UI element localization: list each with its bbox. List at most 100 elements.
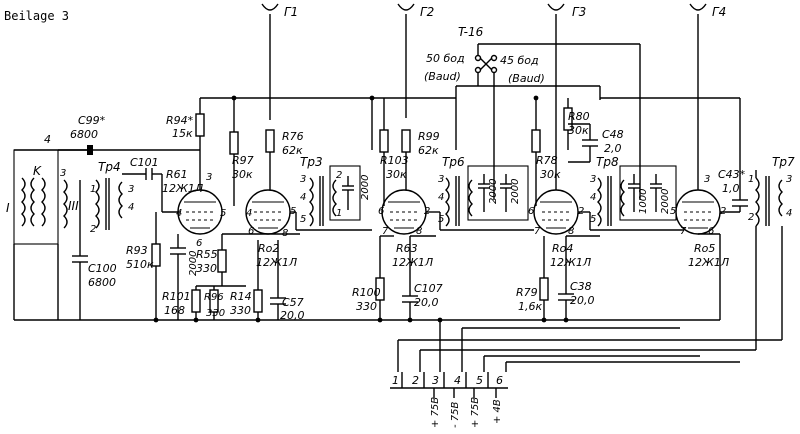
- tr3-pin5: 5: [300, 214, 306, 225]
- r94-value: 15к: [172, 127, 193, 140]
- tr7-label: Тр7: [772, 155, 795, 169]
- resistor-r96: R96 330: [204, 286, 225, 320]
- capacitor-c48: C48 2,0: [568, 123, 624, 163]
- r103-label: R103: [380, 154, 409, 167]
- r79-label: R79: [516, 286, 538, 299]
- tr3-pin1: 1: [336, 208, 342, 219]
- ro2-type: 12Ж1Л: [256, 256, 297, 269]
- switch-left-sub: (Baud): [424, 70, 461, 83]
- antenna-g4: Г4: [689, 3, 726, 98]
- tr3-pin2: 2: [336, 170, 342, 181]
- ro4-pin6: 6: [528, 206, 534, 217]
- r79-value: 1,6к: [518, 300, 542, 313]
- input-coil-section: I K III 3: [6, 149, 90, 320]
- terminal-2: 2: [412, 374, 419, 387]
- capacitor-c57: C57 20,0: [270, 240, 305, 322]
- switch-right-sub: (Baud): [508, 72, 545, 85]
- tr6-label: Тр6: [442, 155, 465, 169]
- antenna-g3-label: Г3: [572, 5, 586, 19]
- resistor-r79: R79 1,6к: [516, 236, 549, 320]
- input-roman-1: I: [6, 201, 10, 215]
- ro4-type: 12Ж1Л: [550, 256, 591, 269]
- tr7-pin2: 2: [748, 212, 754, 223]
- c107-value: 20,0: [414, 296, 439, 309]
- switch-left-label: 50 бод: [426, 52, 465, 65]
- c43-label: C43*: [718, 168, 746, 181]
- r61-pin6: 6: [196, 238, 202, 249]
- terminal-3: 3: [432, 374, 439, 387]
- tr8-pin5: 5: [590, 214, 596, 225]
- switch-right-label: 45 бод: [500, 54, 539, 67]
- tube-ro2: Ro2 12Ж1Л 4 5 6 8: [245, 189, 297, 269]
- capacitor-c107: C107 20,0: [402, 236, 443, 320]
- tube-ro5: Ro5 12Ж1Л 5 3 2 7 6: [670, 98, 729, 269]
- ro5-pin6: 6: [708, 226, 714, 237]
- capacitor-c43: C43* 1,0: [718, 168, 748, 213]
- r61-pin5: 5: [220, 208, 226, 219]
- capacitor-c100: C100 6800: [72, 180, 117, 320]
- terminal-strip: 1 2 3 4 5 6 + 75В - 75В + 75В + 4В: [390, 372, 508, 428]
- c38-value: 20,0: [570, 294, 595, 307]
- tr6-cap-a: 2000: [488, 179, 499, 204]
- tr8-pin3: 3: [590, 174, 596, 185]
- input-k-label: K: [33, 164, 42, 178]
- resistor-r103: R103 30к: [379, 98, 409, 206]
- resistor-r99: R99 62к: [401, 129, 440, 190]
- tr4-pin4: 4: [128, 202, 134, 213]
- r76-value: 62к: [282, 144, 303, 157]
- tr8-pin4: 4: [590, 192, 596, 203]
- r93-label: R93: [126, 244, 148, 257]
- c38-label: C38: [570, 280, 592, 293]
- terminal-1: 1: [392, 374, 399, 387]
- antenna-g1: Г1: [261, 3, 298, 120]
- tr6-pin5: 5: [438, 214, 444, 225]
- c100-label: C100: [88, 262, 117, 275]
- antenna-g3: Г3: [547, 3, 586, 120]
- tr8-label: Тр8: [596, 155, 619, 169]
- r80-label: R80: [568, 110, 590, 123]
- supply-1: + 75В: [430, 397, 441, 428]
- r14-value: 330: [230, 304, 251, 317]
- switch-label: T-16: [458, 25, 484, 39]
- r61-type: 12Ж1Л: [162, 182, 203, 195]
- r63-pin6: 6: [378, 206, 384, 217]
- capacitor-c38: C38 20,0: [558, 236, 595, 320]
- r55-value: 330: [196, 262, 217, 275]
- c48-value: 2,0: [604, 142, 622, 155]
- ro4-pin8: 8: [568, 226, 574, 237]
- tr4-pin3: 3: [128, 184, 134, 195]
- tr3-pin4: 4: [300, 192, 306, 203]
- r55-label: R55: [196, 248, 218, 261]
- r101-label: R101: [162, 290, 191, 303]
- antenna-g2-label: Г2: [420, 5, 434, 19]
- c57-value: 20,0: [280, 309, 305, 322]
- r96-value: 330: [206, 308, 225, 319]
- tr7-pin1: 1: [748, 174, 754, 185]
- resistor-r55: R55 330: [196, 234, 246, 287]
- resistor-r101: R101 168: [162, 286, 201, 320]
- r63-pin7: 7: [382, 226, 389, 237]
- input-roman-3: III: [68, 199, 79, 213]
- r100-value: 330: [356, 300, 377, 313]
- r97-label: R97: [232, 154, 254, 167]
- ro5-label: Ro5: [694, 242, 715, 255]
- resistor-r94: R94* 15к: [166, 98, 205, 150]
- terminal-4: 4: [454, 374, 461, 387]
- antenna-g2: Г2: [397, 3, 434, 118]
- c99-label: C99*: [78, 114, 106, 127]
- transformer-tr7: Тр7 1 2 3 4: [739, 98, 795, 350]
- r14-label: R14: [230, 290, 252, 303]
- tr8-cap-a: 1000: [638, 189, 649, 214]
- c99-value: 6800: [70, 128, 98, 141]
- ro5-pin5: 5: [670, 206, 676, 217]
- tr3-cap-val: 2000: [360, 175, 371, 200]
- c48-label: C48: [602, 128, 624, 141]
- r99-value: 62к: [418, 144, 439, 157]
- tube-r63: R63 12Ж1Л 6 2 7 8: [378, 189, 433, 269]
- ro4-pin7: 7: [534, 226, 541, 237]
- resistor-r14: R14 330: [230, 240, 263, 320]
- transformer-tr8: Тр8 1000 2000 3 4 5: [590, 155, 677, 227]
- terminal-6: 6: [496, 374, 503, 387]
- r78-value: 30к: [540, 168, 561, 181]
